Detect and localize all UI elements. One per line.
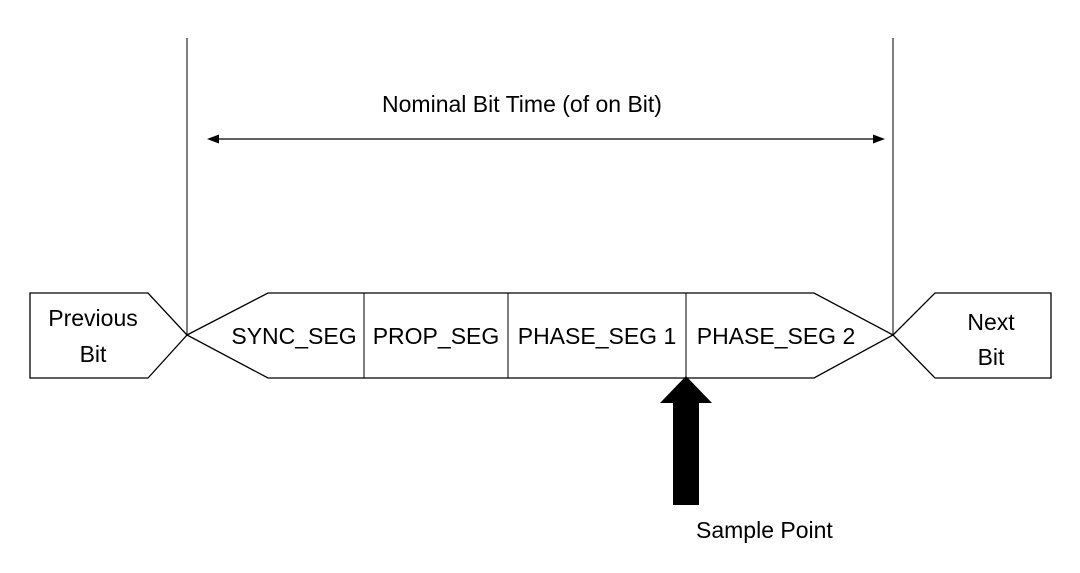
arrow-left-head — [207, 134, 219, 144]
nominal-bit-time-arrow — [207, 134, 885, 144]
sample-point-arrow — [660, 376, 712, 505]
segment-label-sync-seg: SYNC_SEG — [231, 323, 356, 349]
next-bit-label-line2: Bit — [978, 344, 1005, 370]
segment-label-prop-seg: PROP_SEG — [373, 323, 500, 349]
next-bit-label-line1: Next — [967, 309, 1015, 335]
segment-label-phase-seg-2: PHASE_SEG 2 — [697, 323, 856, 349]
previous-bit-shape — [29, 292, 188, 379]
previous-bit-label-line2: Bit — [80, 341, 107, 367]
nominal-bit-time-label: Nominal Bit Time (of on Bit) — [382, 91, 662, 117]
segment-label-phase-seg-1: PHASE_SEG 1 — [518, 323, 677, 349]
previous-bit-label-line1: Previous — [48, 305, 137, 331]
arrow-right-head — [873, 134, 885, 144]
next-bit-shape — [892, 292, 1052, 379]
sample-point-label: Sample Point — [696, 517, 833, 543]
